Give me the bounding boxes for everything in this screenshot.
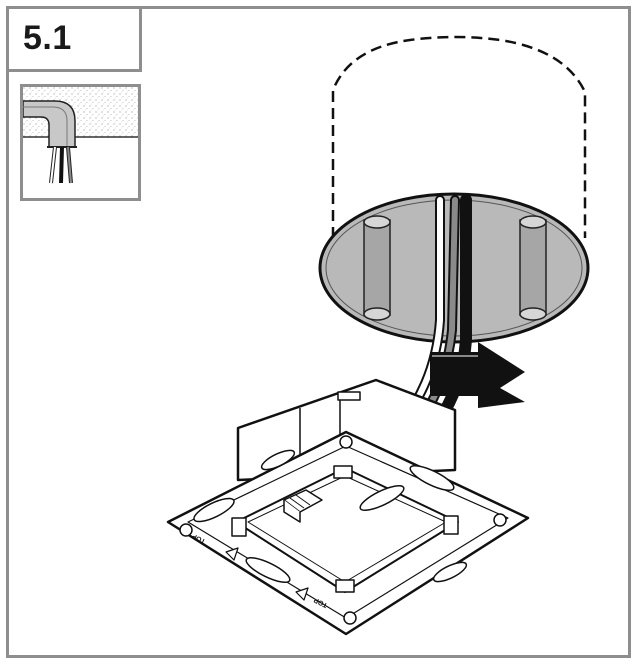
step-number: 5.1 bbox=[23, 19, 72, 57]
ceiling-box-outline bbox=[331, 35, 587, 238]
mounting-plate bbox=[166, 378, 530, 636]
step-frame bbox=[6, 6, 631, 658]
step-number-box: 5.1 bbox=[6, 6, 142, 72]
insertion-arrow-icon bbox=[430, 342, 525, 408]
ceiling-cable-entry-icon bbox=[20, 84, 141, 201]
